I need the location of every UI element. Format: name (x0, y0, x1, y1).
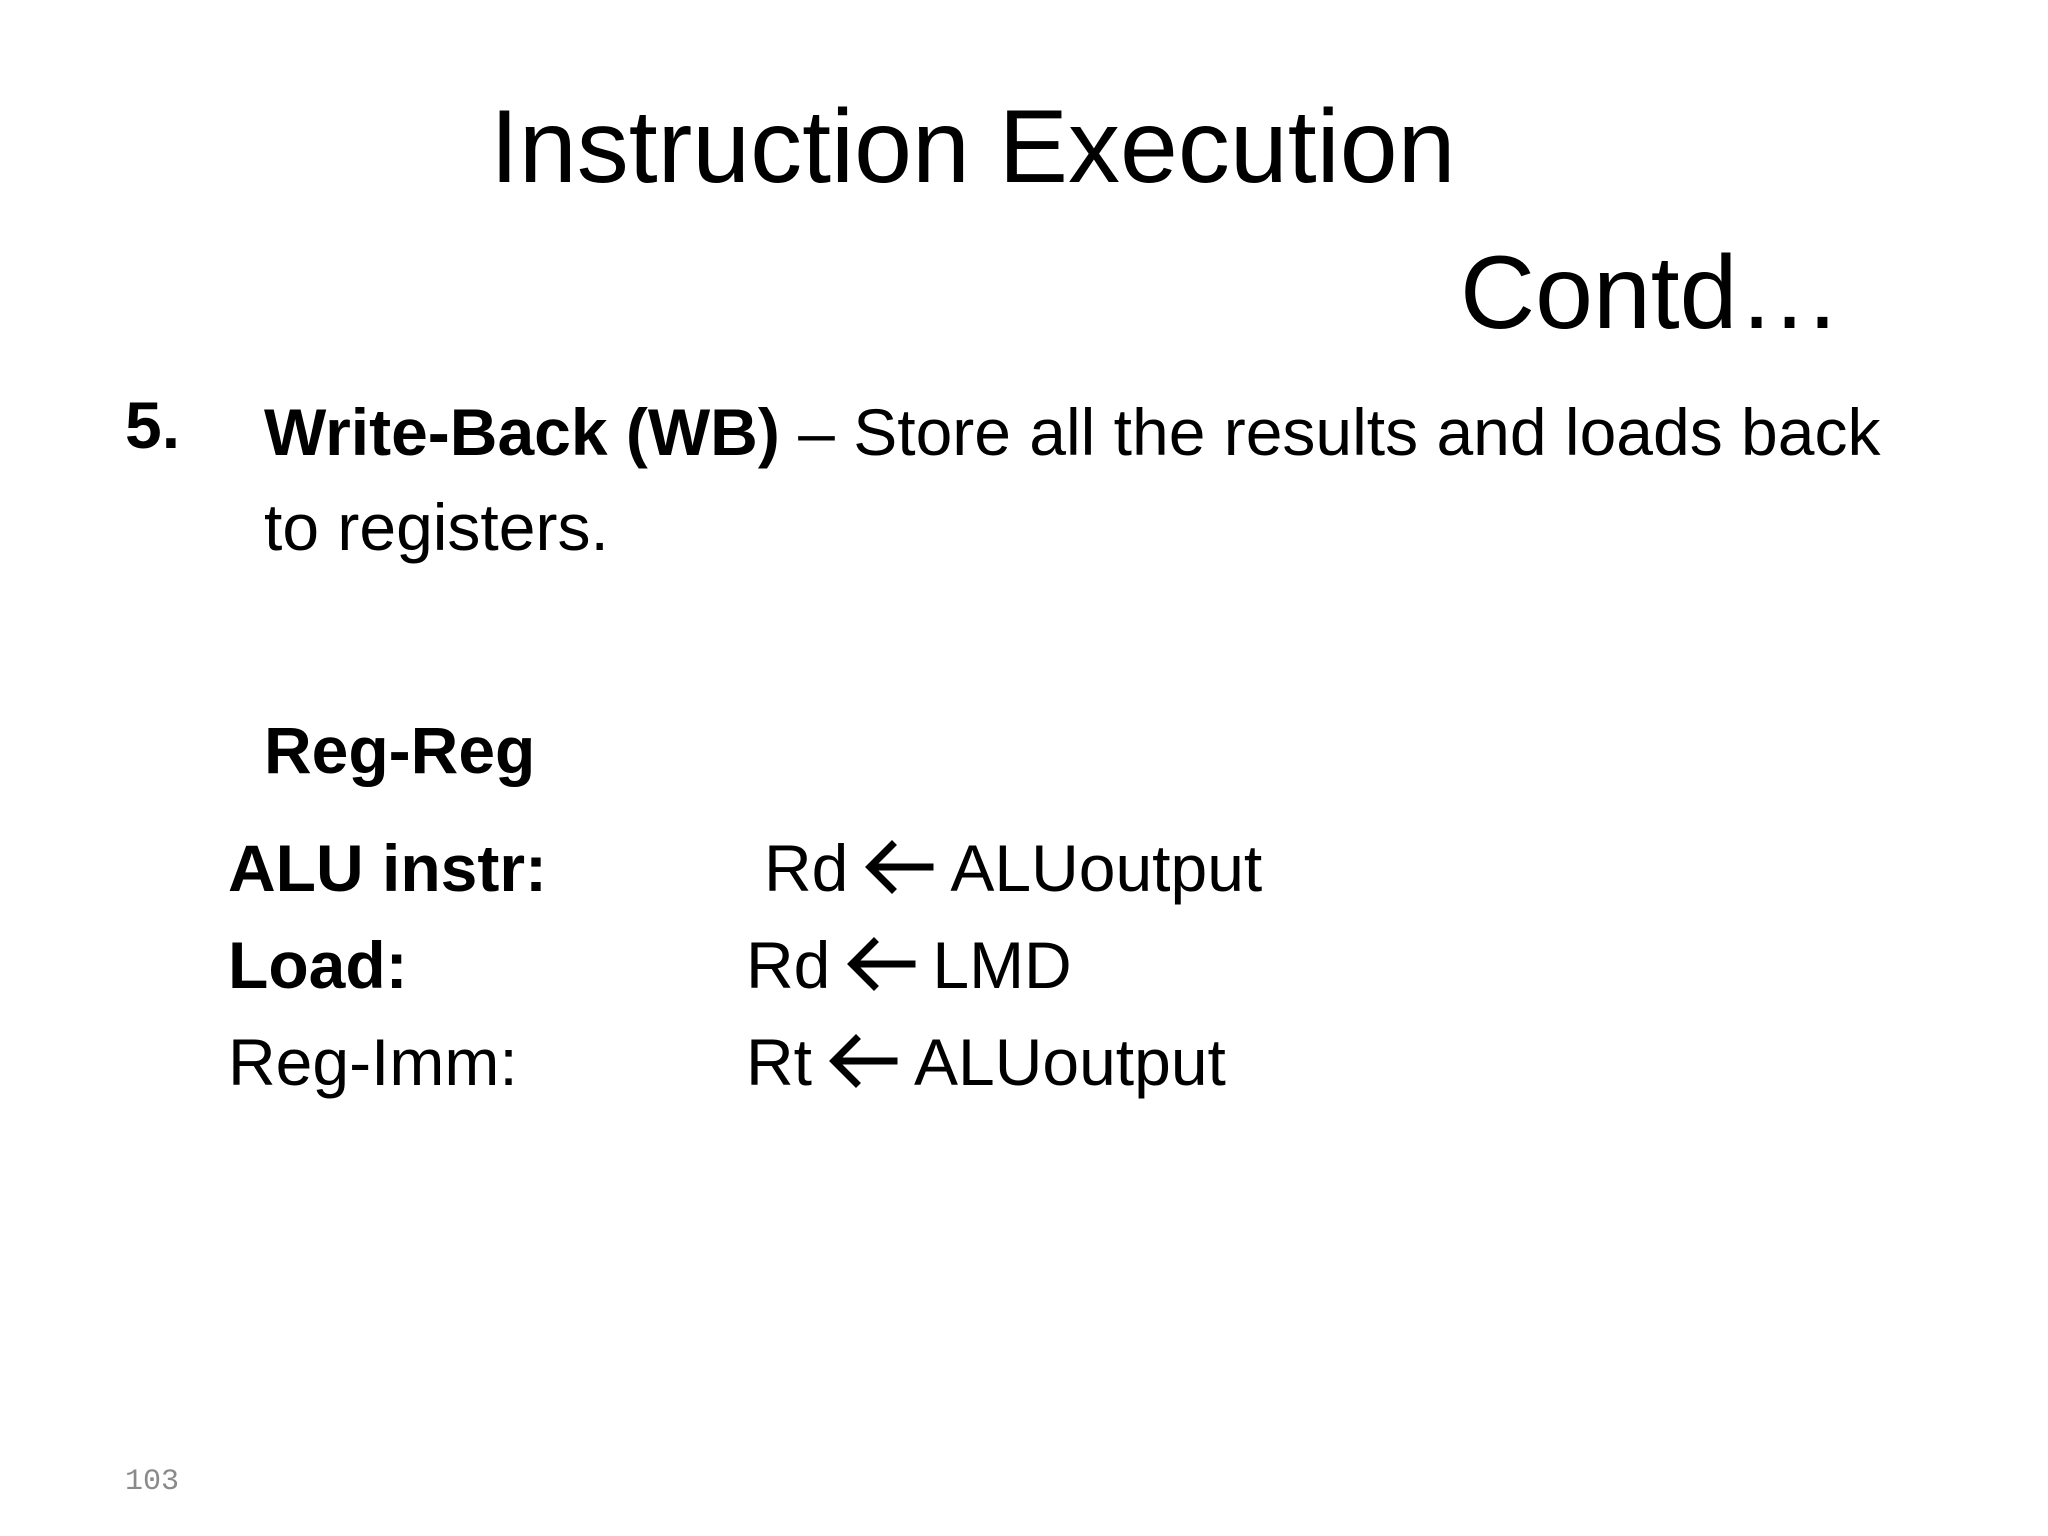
list-item-text: Write-Back (WB) – Store all the results … (264, 385, 1904, 575)
slide-title-continued: Contd… (1460, 235, 1842, 351)
row-label: ALU instr: (228, 831, 547, 905)
row-source: ALUoutput (950, 831, 1263, 905)
slide-title: Instruction Execution (490, 89, 1456, 205)
row-label: Load: (228, 928, 408, 1002)
row-dest: Rt (746, 1025, 812, 1099)
list-item-number: 5. (125, 388, 181, 462)
left-arrow-icon (829, 1034, 898, 1088)
left-arrow-icon (865, 840, 934, 894)
row-source: LMD (932, 928, 1072, 1002)
list-item-description: – Store all the results and loads back t… (264, 395, 1881, 564)
reg-reg-subheading: Reg-Reg (264, 713, 536, 787)
row-dest: Rd (746, 928, 831, 1002)
row-expression: Rd LMD (746, 925, 1072, 1005)
row-dest: Rd (764, 831, 849, 905)
list-item-term: Write-Back (WB) (264, 395, 780, 469)
page-number: 103 (125, 1465, 180, 1499)
row-label: Reg-Imm: (228, 1025, 518, 1099)
row-expression: Rt ALUoutput (746, 1022, 1226, 1102)
row-expression: Rd ALUoutput (764, 828, 1262, 908)
left-arrow-icon (847, 937, 916, 991)
row-source: ALUoutput (914, 1025, 1226, 1099)
